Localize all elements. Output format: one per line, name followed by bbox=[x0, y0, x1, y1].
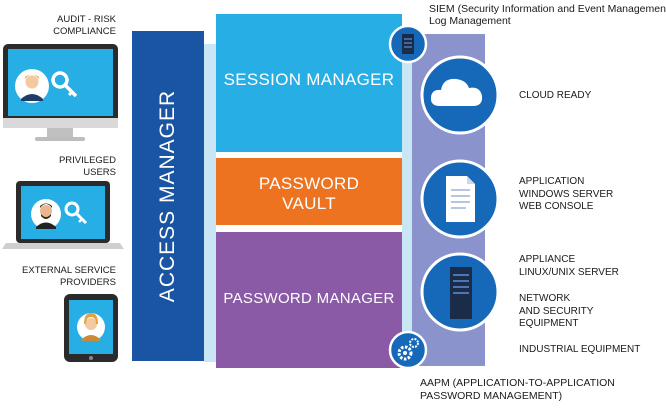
access-connector bbox=[204, 44, 216, 362]
access-manager-block bbox=[132, 31, 204, 361]
access-manager-box: ACCESS MANAGER bbox=[132, 31, 204, 361]
right-connector bbox=[402, 44, 414, 362]
audit-compliance-label: AUDIT - RISK COMPLIANCE bbox=[53, 14, 116, 37]
industrial-label: INDUSTRIAL EQUIPMENT bbox=[519, 344, 641, 355]
cloud-ready-label: CLOUD READY bbox=[519, 90, 592, 101]
cloud-icon bbox=[420, 55, 500, 135]
password-vault-block bbox=[216, 158, 402, 225]
appliance-label: APPLIANCE LINUX/UNIX SERVER bbox=[519, 254, 619, 278]
privileged-users-label: PRIVILEGED USERS bbox=[58, 155, 116, 178]
access-manager-label: ACCESS MANAGER bbox=[156, 89, 179, 303]
desktop-monitor-icon bbox=[3, 44, 118, 141]
document-icon bbox=[420, 159, 500, 239]
session-manager-block bbox=[216, 14, 402, 152]
network-label: NETWORK AND SECURITY EQUIPMENT bbox=[519, 293, 594, 329]
password-manager-block bbox=[216, 232, 402, 368]
siem-server-icon bbox=[388, 24, 428, 64]
password-vault-label: PASSWORD VAULT bbox=[258, 174, 360, 213]
aapm-label: AAPM (APPLICATION-TO-APPLICATION PASSWOR… bbox=[420, 377, 615, 402]
password-manager-label: PASSWORD MANAGER bbox=[223, 290, 395, 307]
tablet-icon bbox=[64, 294, 118, 362]
server-tower-icon bbox=[420, 252, 500, 332]
laptop-icon bbox=[2, 181, 124, 249]
application-label: APPLICATION WINDOWS SERVER WEB CONSOLE bbox=[519, 176, 614, 212]
siem-label: SIEM (Security Information and Event Man… bbox=[429, 3, 666, 27]
session-manager-label: SESSION MANAGER bbox=[223, 70, 395, 89]
gears-icon bbox=[388, 330, 428, 370]
external-providers-label: EXTERNAL SERVICE PROVIDERS bbox=[22, 265, 116, 288]
